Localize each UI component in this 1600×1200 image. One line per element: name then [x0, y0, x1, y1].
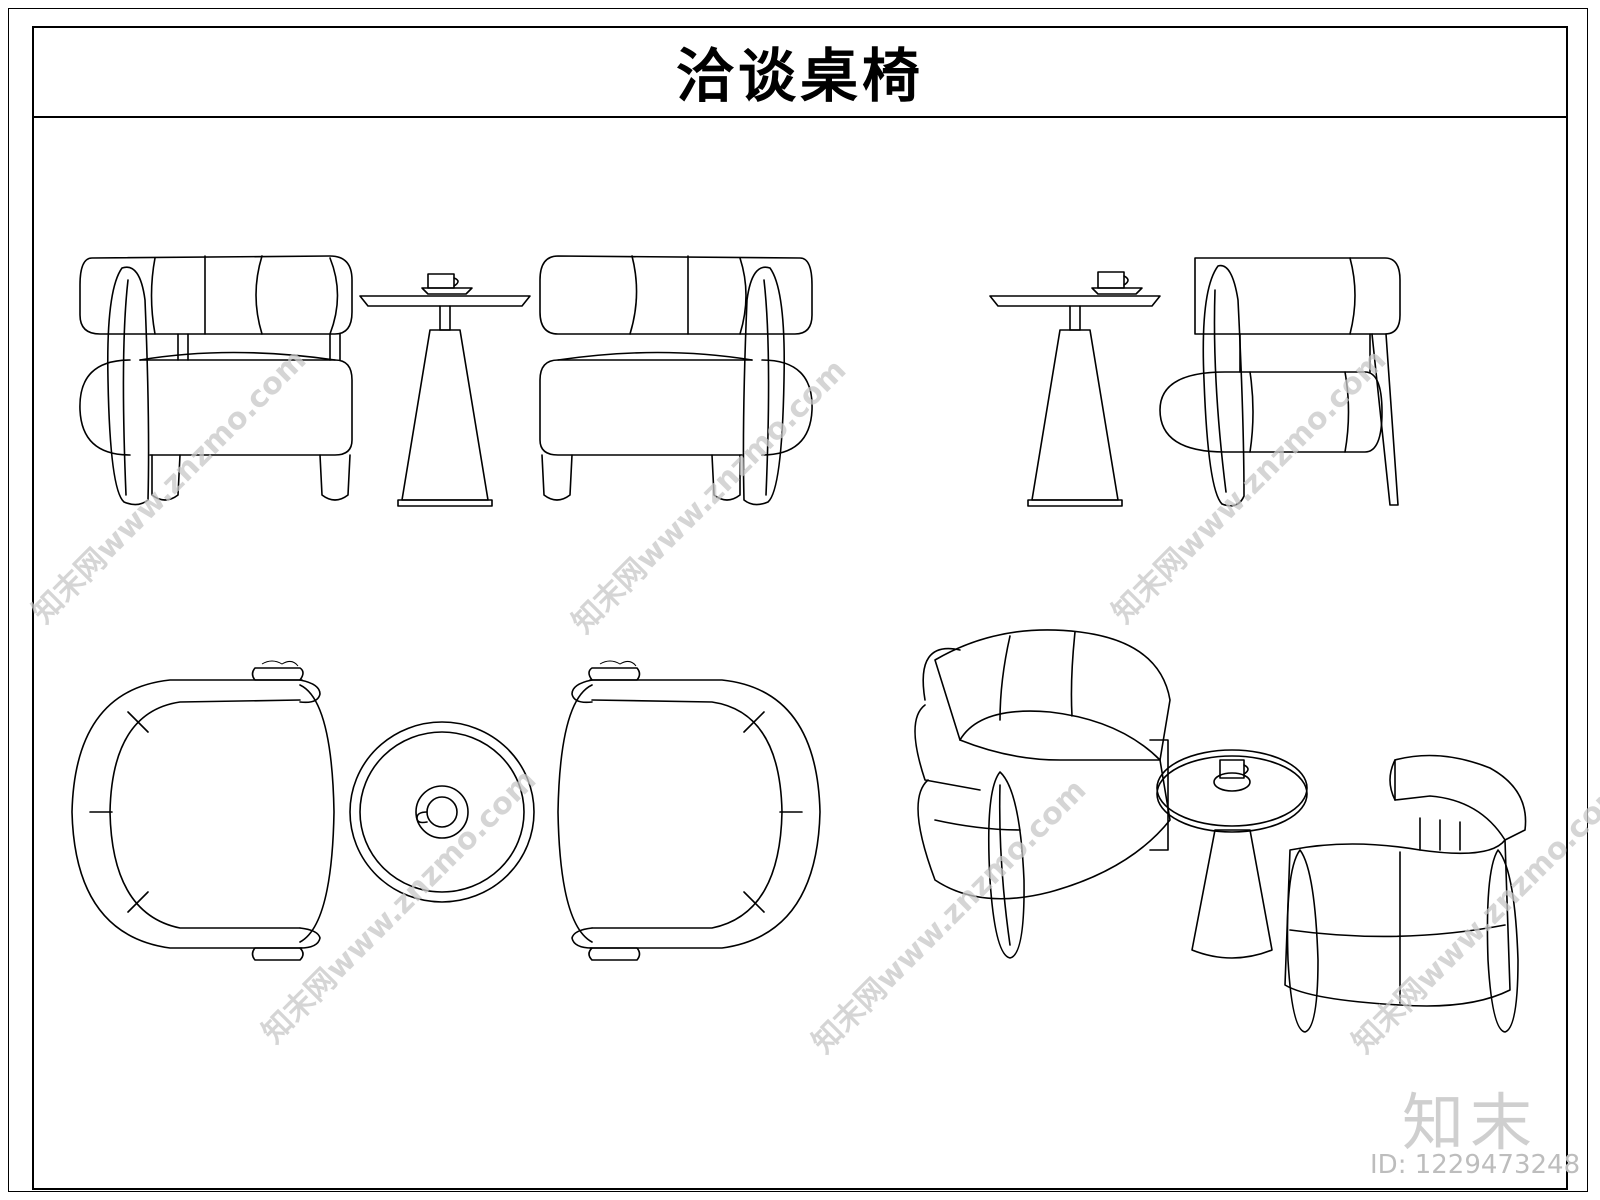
front-elevation-chair-left	[79, 255, 353, 506]
perspective-chair-right	[1284, 754, 1527, 1033]
inner-frame	[32, 26, 1568, 1190]
drawing-id: ID: 1229473248	[1370, 1150, 1581, 1180]
page-title: 洽谈桌椅	[675, 42, 924, 110]
plan-chair-right	[557, 660, 821, 961]
perspective-chair-left	[914, 629, 1171, 959]
plan-chair-left	[71, 660, 335, 961]
outer-frame	[8, 8, 1588, 1192]
plan-table	[349, 721, 535, 903]
title-band: 洽谈桌椅	[32, 26, 1568, 118]
front-elevation-chair-right	[539, 255, 813, 506]
side-elevation-table	[989, 271, 1161, 507]
front-elevation-table-left	[359, 273, 531, 507]
brand-logo: 知末	[1402, 1086, 1539, 1159]
perspective-table	[1156, 749, 1308, 959]
side-elevation-chair	[1159, 257, 1401, 507]
